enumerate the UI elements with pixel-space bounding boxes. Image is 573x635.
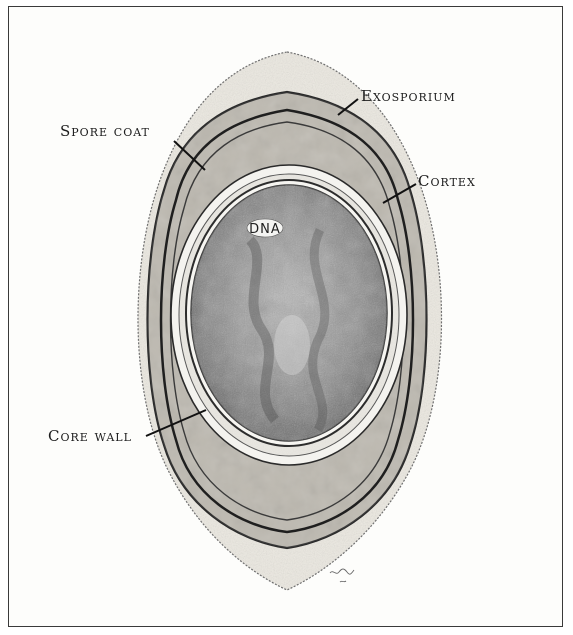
spore-coat-label: Spore coat bbox=[60, 122, 150, 140]
exosporium-label: Exosporium bbox=[361, 87, 456, 105]
artist-signature bbox=[330, 569, 354, 582]
dna-label: DNA bbox=[249, 222, 281, 237]
cortex-label: Cortex bbox=[418, 172, 476, 190]
core-wall-label: Core wall bbox=[48, 427, 132, 445]
